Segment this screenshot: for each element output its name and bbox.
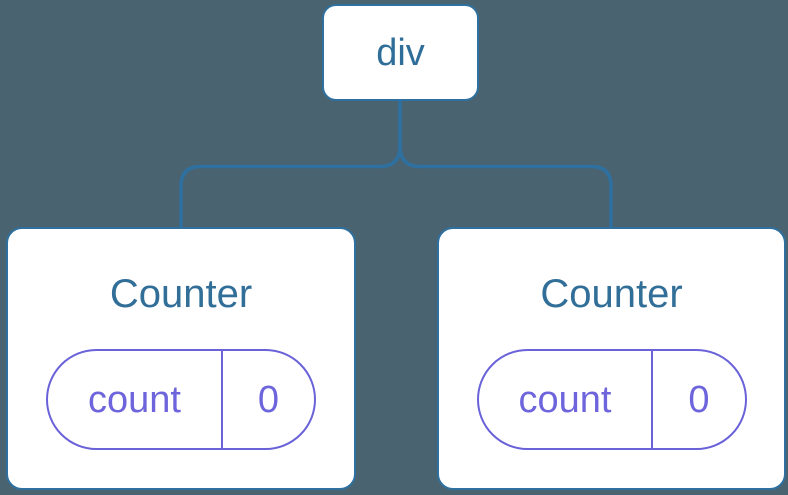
connector-left-branch	[179, 98, 402, 229]
state-pill: count 0	[46, 349, 316, 450]
state-key-cell: count	[48, 351, 223, 448]
state-value-label: 0	[688, 378, 710, 421]
state-value-cell: 0	[223, 351, 314, 448]
counter-card-left: Counter count 0	[6, 227, 356, 490]
counter-card-right: Counter count 0	[437, 227, 786, 490]
state-value-cell: 0	[653, 351, 744, 448]
state-pill: count 0	[476, 349, 747, 450]
state-key-label: count	[518, 378, 612, 421]
root-node: div	[322, 4, 479, 101]
state-key-cell: count	[479, 351, 654, 448]
component-title: Counter	[540, 272, 683, 316]
root-node-label: div	[376, 31, 425, 74]
state-value-label: 0	[257, 378, 280, 421]
state-key-label: count	[87, 378, 181, 421]
component-title: Counter	[109, 272, 253, 316]
connector-right-branch	[398, 98, 613, 229]
